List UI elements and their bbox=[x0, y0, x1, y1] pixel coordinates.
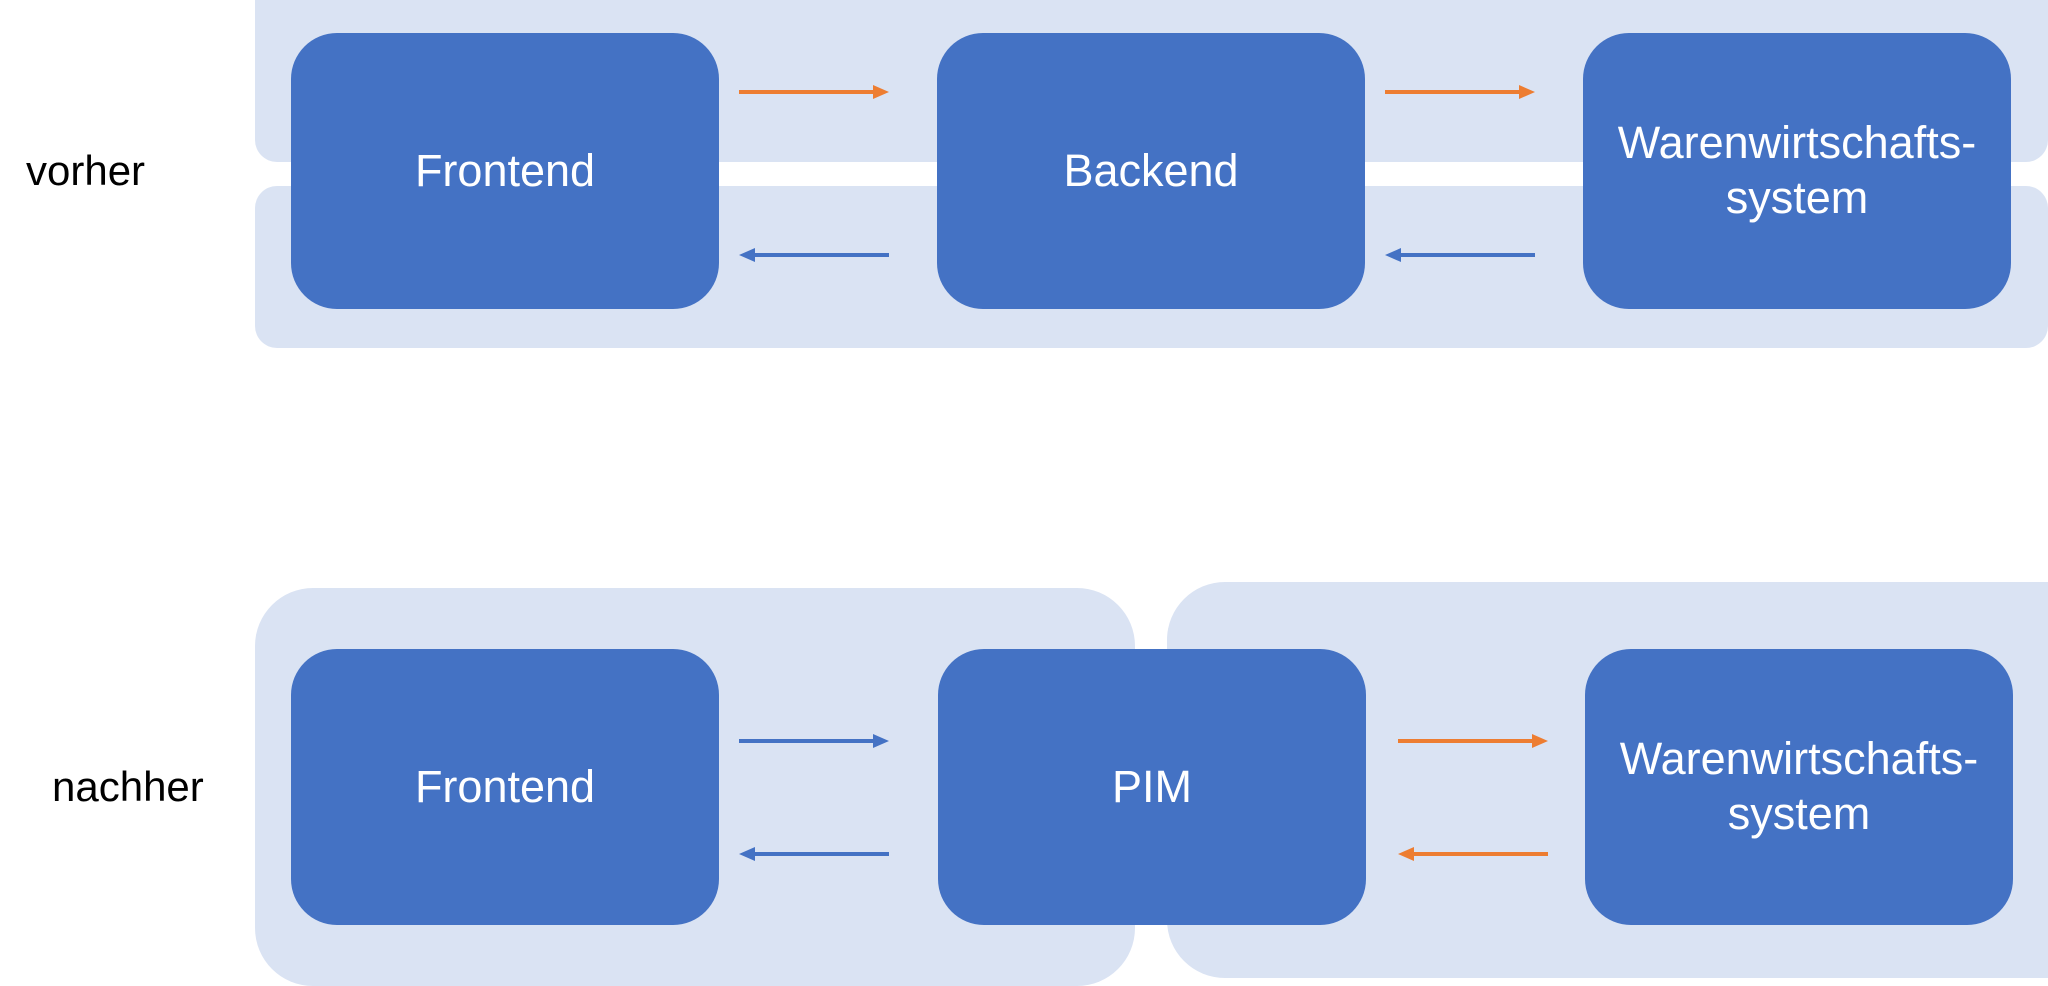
before-backend-label: Backend bbox=[1063, 144, 1239, 196]
before-arrow-backend-to-erp bbox=[1385, 85, 1535, 99]
after-erp-label: Warenwirtschafts- system bbox=[1619, 733, 1979, 839]
after-arrow-frontend-to-pim bbox=[739, 734, 889, 748]
before-arrow-frontend-to-backend bbox=[739, 85, 889, 99]
before-erp-node: Warenwirtschafts- system bbox=[1583, 33, 2011, 309]
before-arrow-backend-to-frontend bbox=[739, 248, 889, 262]
before-backend-node: Backend bbox=[937, 33, 1365, 309]
before-frontend-node: Frontend bbox=[291, 33, 719, 309]
after-frontend-node: Frontend bbox=[291, 649, 719, 925]
after-arrow-pim-to-erp bbox=[1398, 734, 1548, 748]
before-row-label: vorher bbox=[26, 147, 146, 194]
after-arrow-erp-to-pim bbox=[1398, 847, 1548, 861]
after-arrow-pim-to-frontend bbox=[739, 847, 889, 861]
before-frontend-label: Frontend bbox=[414, 144, 596, 196]
before-arrow-erp-to-backend bbox=[1385, 248, 1535, 262]
after-pim-node: PIM bbox=[938, 649, 1366, 925]
after-row-label: nachher bbox=[52, 763, 204, 810]
after-erp-node: Warenwirtschafts- system bbox=[1585, 649, 2013, 925]
after-pim-label: PIM bbox=[1111, 760, 1192, 812]
before-erp-label: Warenwirtschafts- system bbox=[1617, 117, 1977, 223]
after-frontend-label: Frontend bbox=[414, 760, 596, 812]
